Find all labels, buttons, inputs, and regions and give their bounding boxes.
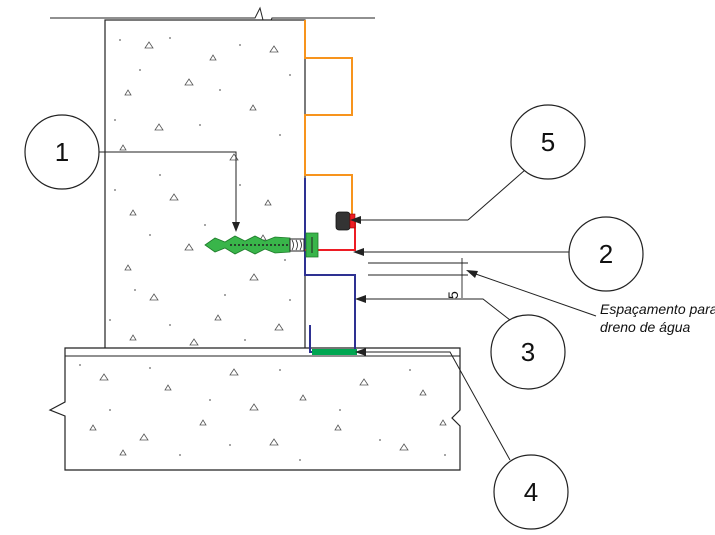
sealant-strip (312, 349, 357, 355)
dimension-lines (368, 258, 468, 298)
concrete-wall (104, 19, 306, 356)
orange-cladding-profile (304, 20, 353, 222)
callout-4: 4 (493, 454, 569, 530)
annotation-line-1: Espaçamento para (600, 301, 715, 317)
leader-lines (87, 151, 597, 461)
callout-3-number: 3 (521, 337, 535, 367)
callout-4-number: 4 (524, 477, 538, 507)
callout-1-number: 1 (55, 137, 69, 167)
red-trim-profile (305, 222, 356, 251)
leader-arrowheads (232, 216, 478, 356)
callout-2-number: 2 (599, 239, 613, 269)
callout-2: 2 (568, 216, 644, 292)
dimension-label: 5 (445, 291, 461, 299)
blue-starter-profile (304, 178, 356, 353)
screw-with-washer (335, 211, 356, 231)
slab-aggregate-pattern (89, 368, 447, 456)
callout-5-number: 5 (541, 127, 555, 157)
concrete-slab (48, 347, 461, 471)
callout-1: 1 (24, 114, 100, 190)
callout-3: 3 (490, 314, 566, 390)
callout-5: 5 (510, 104, 586, 180)
slab-dots-pattern (79, 364, 446, 461)
wall-dots-pattern (109, 37, 291, 341)
wall-plug-anchor (204, 232, 319, 258)
annotation-line-2: dreno de água (600, 319, 691, 335)
